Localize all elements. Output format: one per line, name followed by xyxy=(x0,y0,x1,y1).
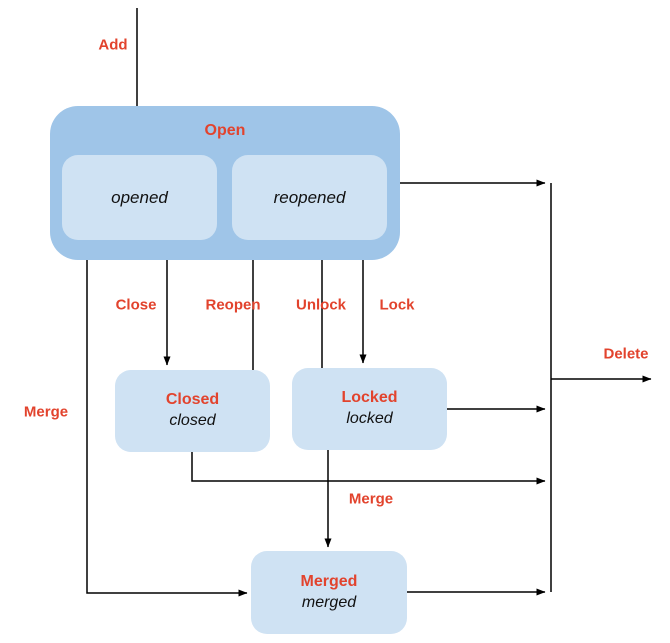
node-locked: Locked locked xyxy=(292,368,447,450)
node-closed: Closed closed xyxy=(115,370,270,452)
edge-label-close: Close xyxy=(115,296,157,314)
edge-label-reopen: Reopen xyxy=(205,296,261,314)
locked-state-label: locked xyxy=(346,410,393,427)
edge-closed-to-delete-arrow xyxy=(191,452,546,485)
node-reopened: reopened xyxy=(232,155,387,240)
node-opened: opened xyxy=(62,155,217,240)
closed-title: Closed xyxy=(165,391,220,409)
edge-label-merge-left: Merge xyxy=(23,403,69,421)
opened-state-label: opened xyxy=(111,187,168,207)
edge-label-merge-bottom: Merge xyxy=(348,490,394,508)
reopened-state-label: reopened xyxy=(273,187,346,207)
edge-merge-open-to-merged-arrow xyxy=(86,260,248,597)
node-open-group: Open opened reopened xyxy=(50,106,400,260)
merged-state-label: merged xyxy=(301,593,357,611)
merged-title: Merged xyxy=(300,572,358,590)
locked-title: Locked xyxy=(341,389,398,407)
open-group-label: Open xyxy=(204,122,246,139)
closed-state-label: closed xyxy=(169,412,216,429)
edge-label-add: Add xyxy=(98,36,128,54)
edge-label-lock: Lock xyxy=(379,296,415,314)
edge-label-unlock: Unlock xyxy=(295,296,347,314)
edge-label-delete: Delete xyxy=(603,345,649,363)
node-merged: Merged merged xyxy=(251,551,407,634)
